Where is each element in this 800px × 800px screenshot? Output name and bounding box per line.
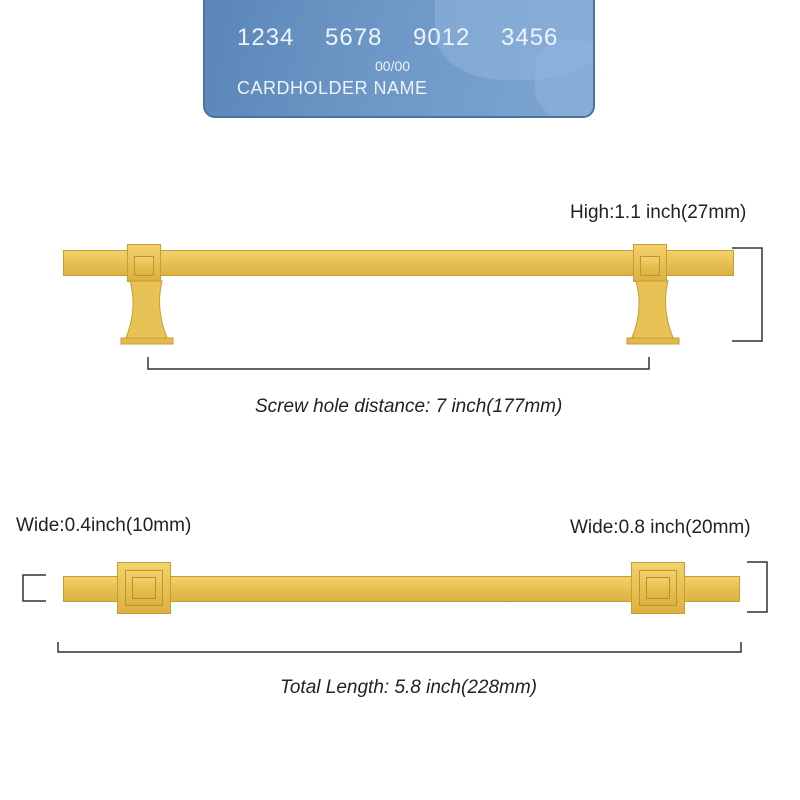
- left-post-clamp-inner: [134, 256, 154, 276]
- card-holder-name: CARDHOLDER NAME: [237, 78, 428, 98]
- right-post-clamp-inner: [640, 256, 660, 276]
- screw-distance-bracket: [147, 357, 650, 370]
- wide-left-label: Wide:0.4inch(10mm): [16, 515, 192, 536]
- card-number-group: 9012: [413, 24, 471, 51]
- total-length-bracket: [57, 642, 742, 653]
- card-number-group: 3456: [501, 24, 559, 51]
- wide-right-label: Wide:0.8 inch(20mm): [570, 517, 751, 538]
- base-width-bracket: [747, 561, 768, 613]
- bar-width-bracket: [22, 574, 46, 602]
- handle-bar-top: [63, 576, 740, 602]
- card-map-shape: [535, 40, 593, 116]
- left-post-foot: [120, 280, 174, 345]
- card-number-group: 1234: [237, 24, 295, 51]
- card-number-group: 5678: [325, 24, 383, 51]
- left-base-core: [132, 577, 156, 599]
- right-base-core: [646, 577, 670, 599]
- total-length-label: Total Length: 5.8 inch(228mm): [280, 677, 538, 698]
- handle-bar: [63, 250, 734, 276]
- height-label: High:1.1 inch(27mm): [570, 202, 747, 223]
- height-dimension-bracket: [732, 247, 763, 342]
- credit-card: 1234 5678 9012 3456 00/00 CARDHOLDER NAM…: [203, 0, 595, 118]
- right-post-foot: [626, 280, 680, 345]
- card-expiry: 00/00: [375, 58, 411, 74]
- screw-distance-label: Screw hole distance: 7 inch(177mm): [255, 396, 563, 417]
